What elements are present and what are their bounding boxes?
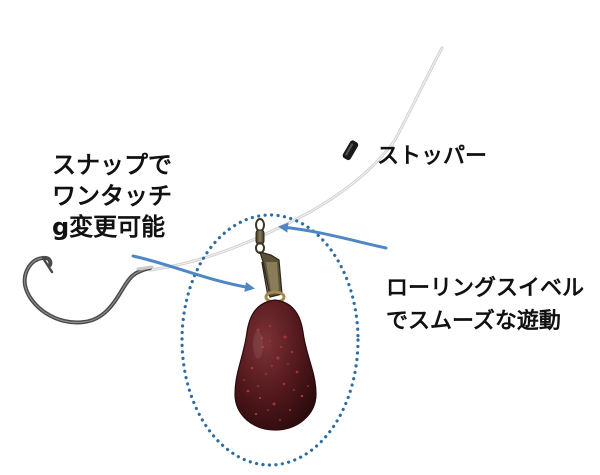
swivel-label-line-1: ローリングスイベル [386,276,585,301]
fishing-line-highlight [149,47,443,271]
rolling-swivel-icon [255,218,265,254]
snap-label: スナップで ワンタッチ g変更可能 [52,150,172,243]
snap-label-line-1: スナップで [52,151,172,179]
stopper-label: ストッパー [377,144,487,170]
snap-arrow [131,254,255,292]
stopper-label-text: ストッパー [377,144,488,169]
snap-icon [259,251,283,298]
sinker-icon [234,299,317,431]
swivel-arrow [278,222,388,250]
snap-label-line-2: ワンタッチ [52,182,172,210]
swivel-label-line-2: でスムーズな遊動 [386,309,561,334]
snap-label-line-3: g変更可能 [52,213,166,241]
hook-icon [22,255,154,325]
stopper-icon [342,140,359,161]
highlight-ellipse [180,213,360,467]
swivel-label: ローリングスイベル でスムーズな遊動 [386,272,584,338]
